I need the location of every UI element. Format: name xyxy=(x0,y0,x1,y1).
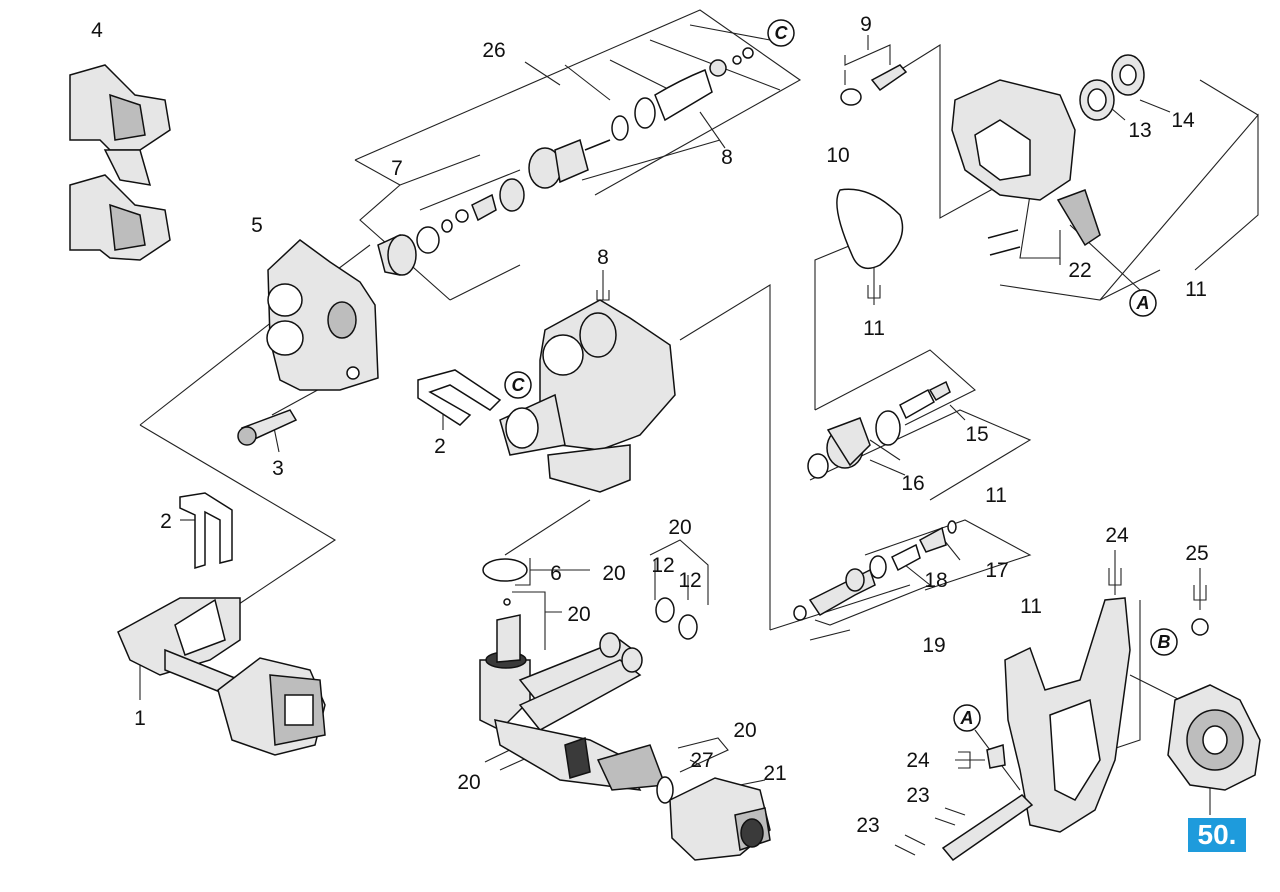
part-3-screw xyxy=(237,409,298,446)
part-4-bracket xyxy=(69,64,171,261)
part-2-clip xyxy=(179,369,502,570)
callout-20-mid: 20 xyxy=(567,603,590,626)
callout-20-6: 20 xyxy=(602,562,625,585)
callout-2-left: 2 xyxy=(160,510,172,533)
callout-19: 19 xyxy=(922,634,945,657)
callout-20-top: 20 xyxy=(668,516,691,539)
callout-20-right: 20 xyxy=(733,719,756,742)
circle-markers xyxy=(504,19,1178,732)
marker-letters: C C A A B xyxy=(512,23,1171,728)
callout-10: 10 xyxy=(826,144,849,167)
callout-12-left: 12 xyxy=(651,554,674,577)
marker-c-mid xyxy=(504,371,532,399)
callout-11-18: 11 xyxy=(1020,595,1042,618)
callout-8-mid: 8 xyxy=(597,246,609,269)
callout-24-top: 24 xyxy=(1105,524,1129,547)
callout-23-top: 23 xyxy=(906,784,929,807)
callout-22: 22 xyxy=(1068,259,1091,282)
callout-3: 3 xyxy=(272,457,284,480)
callout-27: 27 xyxy=(690,749,713,772)
part-1-lance xyxy=(117,597,326,756)
part-21-coupling xyxy=(669,777,771,861)
callout-12-right: 12 xyxy=(678,569,701,592)
callout-2-mid: 2 xyxy=(434,435,446,458)
callout-23-bottom: 23 xyxy=(856,814,879,837)
marker-letter-c2: C xyxy=(512,375,526,395)
callout-4: 4 xyxy=(91,19,103,42)
marker-letter-a1: A xyxy=(1136,293,1150,313)
callout-25: 25 xyxy=(1185,542,1208,565)
callout-numbers: 4 26 9 13 14 8 10 7 5 22 8 11 11 15 2 3 … xyxy=(91,13,1209,837)
callout-20-bottom: 20 xyxy=(457,771,480,794)
parts xyxy=(69,19,1261,862)
part-26-valve-stack xyxy=(528,47,754,189)
callout-8-top: 8 xyxy=(721,146,733,169)
callout-6: 6 xyxy=(550,562,562,585)
callout-18: 18 xyxy=(924,569,947,592)
marker-letter-b: B xyxy=(1158,632,1171,652)
callout-21: 21 xyxy=(763,762,786,785)
callout-16: 16 xyxy=(901,472,924,495)
page-number-badge: 50. xyxy=(1188,818,1246,852)
marker-letter-a2: A xyxy=(960,708,974,728)
part-seals xyxy=(482,410,957,640)
callout-9: 9 xyxy=(860,13,872,36)
callout-13: 13 xyxy=(1128,119,1151,142)
marker-b xyxy=(1150,628,1178,656)
callout-24-bottom: 24 xyxy=(906,749,930,772)
callout-1: 1 xyxy=(134,707,146,730)
part-20-manifold xyxy=(479,614,674,804)
part-5-housing xyxy=(266,239,379,391)
part-24-frame xyxy=(941,597,1209,862)
part-8-fitting xyxy=(499,299,676,493)
marker-a-top xyxy=(1129,289,1157,317)
part-pump-housing xyxy=(951,54,1145,256)
callout-11-16: 11 xyxy=(985,484,1007,507)
callout-11-right: 11 xyxy=(1185,278,1207,301)
callout-5: 5 xyxy=(251,214,263,237)
marker-a-bottom xyxy=(953,704,981,732)
callout-17: 17 xyxy=(985,559,1008,582)
part-10-seal xyxy=(836,188,904,270)
part-pressure-fitting xyxy=(1167,684,1261,791)
callout-15: 15 xyxy=(965,423,988,446)
callout-26: 26 xyxy=(482,39,505,62)
callout-7: 7 xyxy=(391,157,403,180)
part-valves-small xyxy=(808,380,951,616)
part-9-spring-valve xyxy=(840,64,908,106)
part-7-valve xyxy=(377,178,525,276)
marker-c-top xyxy=(767,19,795,47)
callout-11-mid: 11 xyxy=(863,317,885,340)
callout-14: 14 xyxy=(1171,109,1195,132)
marker-letter-c1: C xyxy=(775,23,789,43)
